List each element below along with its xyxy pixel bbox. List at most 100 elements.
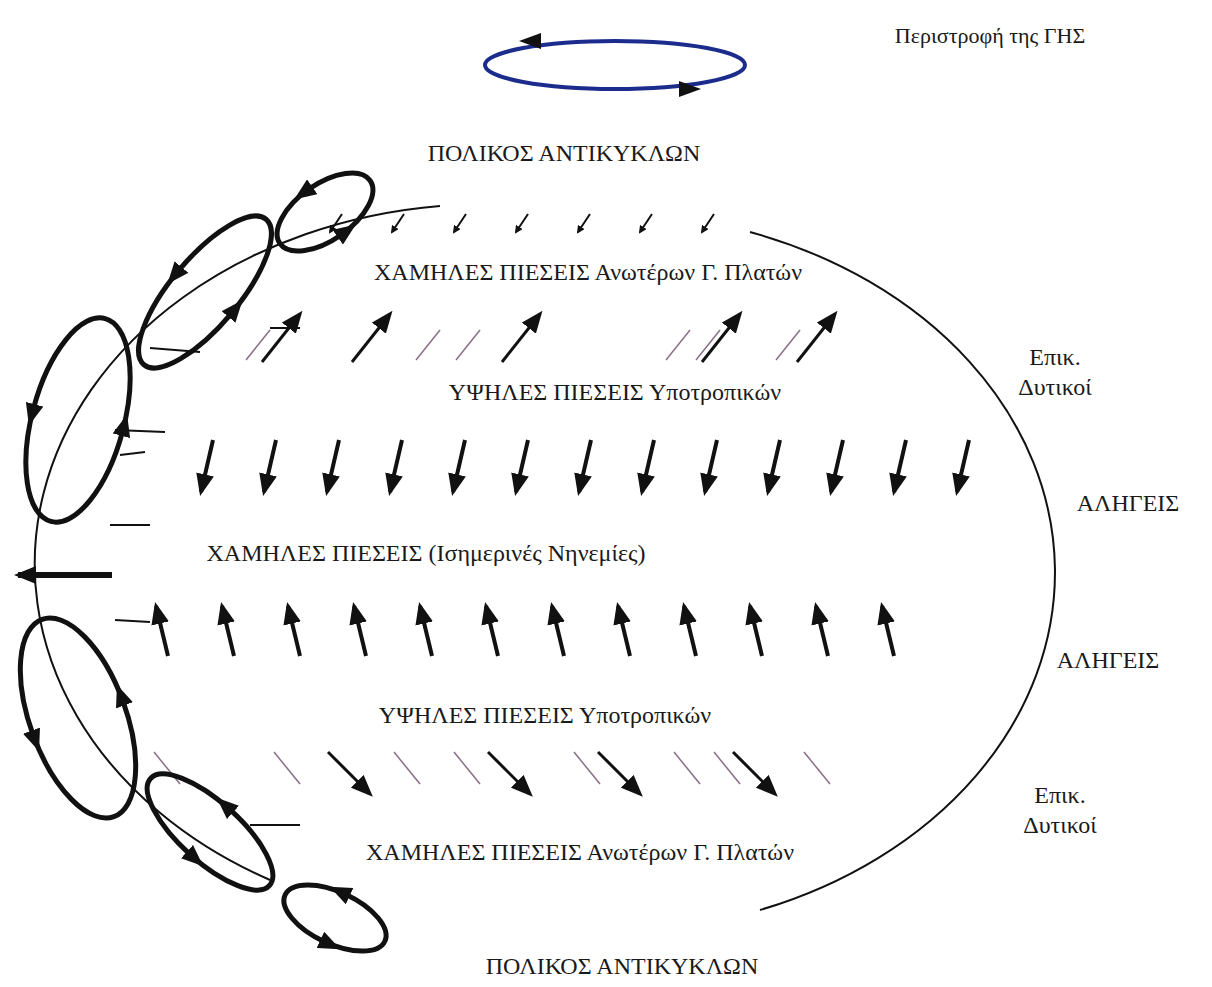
pressure-label: ΥΨΗΛΕΣ ΠΙΕΣΕΙΣ Υποτροπικών: [375, 377, 855, 407]
edge-tick: [120, 452, 145, 455]
wind-arrow: [264, 440, 276, 492]
cell-arrow: [220, 800, 238, 816]
edge-tick: [250, 824, 300, 826]
cell-arrow: [30, 398, 36, 421]
cell-loop: [264, 158, 386, 267]
circulation-cell: [274, 871, 396, 965]
wind-label: Επικ. Δυτικοί: [995, 342, 1115, 402]
wind-trace: [274, 752, 300, 784]
edge-tick: [150, 348, 200, 352]
cell-loop: [6, 307, 149, 534]
wind-arrow: [768, 440, 780, 492]
wind-arrow: [201, 440, 213, 492]
wind-arrow: [894, 440, 906, 492]
wind-trace: [246, 330, 270, 360]
wind-arrow: [327, 440, 339, 492]
wind-trace: [154, 752, 180, 784]
cell-arrow: [118, 688, 126, 711]
wind-arrow: [330, 214, 342, 232]
wind-arrow: [454, 214, 466, 232]
wind-arrow: [453, 440, 465, 492]
wind-arrow: [262, 314, 300, 362]
cell-arrow: [170, 262, 185, 280]
wind-trace: [674, 752, 700, 784]
circulation-cell: [6, 307, 149, 534]
wind-arrow: [578, 214, 590, 232]
wind-arrow: [640, 214, 652, 232]
wind-arrow: [618, 606, 630, 656]
wind-label: ΑΛΗΓΕΙΣ: [1033, 645, 1183, 675]
wind-trace: [394, 752, 420, 784]
circulation-cell: [130, 756, 289, 908]
edge-tick: [115, 620, 150, 622]
wind-arrow: [354, 606, 366, 656]
wind-arrow: [579, 440, 591, 492]
circulation-cell: [0, 603, 159, 833]
pressure-label: ΠΟΛΙΚΟΣ ΑΝΤΙΚΥΚΛΩΝ: [412, 951, 832, 981]
wind-arrow: [702, 314, 740, 362]
wind-arrow: [957, 440, 969, 492]
wind-arrow: [288, 606, 300, 656]
cell-arrow: [225, 303, 240, 321]
wind-trace: [454, 752, 480, 784]
wind-arrow: [816, 606, 828, 656]
wind-arrow: [516, 440, 528, 492]
wind-arrow: [516, 214, 528, 232]
cell-arrow: [315, 937, 337, 947]
wind-arrow: [705, 440, 717, 492]
cell-arrow: [297, 183, 317, 197]
globe-outline: [35, 206, 1055, 910]
cell-arrow: [182, 848, 200, 864]
wind-trace: [456, 330, 480, 360]
wind-arrow: [750, 606, 762, 656]
wind-arrow: [684, 606, 696, 656]
wind-arrow: [642, 440, 654, 492]
wind-arrow: [552, 606, 564, 656]
edge-tick: [110, 524, 150, 526]
wind-trace: [804, 752, 830, 784]
wind-arrow: [420, 606, 432, 656]
pressure-label: ΧΑΜΗΛΕΣ ΠΙΕΣΕΙΣ Ανωτέρων Γ. Πλατών: [363, 257, 813, 287]
pressure-label: ΧΑΜΗΛΕΣ ΠΙΕΣΕΙΣ (Ισημερινές Νηνεμίες): [126, 538, 726, 568]
wind-arrow: [156, 606, 168, 656]
wind-arrow: [488, 752, 530, 794]
cell-arrow: [333, 227, 353, 241]
cell-loop: [118, 197, 292, 386]
pressure-label: ΧΑΜΗΛΕΣ ΠΙΕΣΕΙΣ Ανωτέρων Γ. Πλατών: [355, 837, 805, 867]
wind-trace: [696, 330, 720, 360]
wind-trace: [574, 752, 600, 784]
cell-loop: [274, 871, 396, 965]
wind-label: ΑΛΗΓΕΙΣ: [1053, 488, 1203, 518]
wind-arrow: [702, 214, 714, 232]
edge-tick: [115, 430, 165, 432]
wind-arrow: [502, 314, 540, 362]
wind-trace: [714, 752, 740, 784]
cell-loop: [0, 603, 159, 833]
rotation-label: Περιστροφή της ΓΗΣ: [890, 21, 1090, 51]
wind-arrow: [390, 440, 402, 492]
edge-tick: [270, 327, 300, 329]
wind-arrow: [222, 606, 234, 656]
wind-arrow: [882, 606, 894, 656]
circulation-cell: [264, 158, 386, 267]
earth-rotation: [485, 41, 745, 89]
wind-arrow: [598, 752, 640, 794]
circulation-cell: [118, 197, 292, 386]
wind-arrow: [797, 314, 835, 362]
wind-arrow: [352, 314, 390, 362]
cell-arrow: [29, 725, 37, 748]
wind-label: Επικ. Δυτικοί: [1000, 780, 1120, 840]
pressure-label: ΥΨΗΛΕΣ ΠΙΕΣΕΙΣ Υποτροπικών: [305, 700, 785, 730]
wind-arrow: [733, 752, 775, 794]
cell-arrow: [333, 889, 355, 899]
pressure-label: ΠΟΛΙΚΟΣ ΑΝΤΙΚΥΚΛΩΝ: [354, 138, 774, 168]
wind-trace: [776, 330, 800, 360]
cell-loop: [130, 756, 289, 908]
wind-arrows: [154, 214, 969, 794]
wind-trace: [666, 330, 690, 360]
wind-arrow: [328, 752, 370, 794]
equator-arrow: [18, 572, 112, 578]
wind-trace: [416, 330, 440, 360]
wind-arrow: [831, 440, 843, 492]
wind-arrow: [392, 214, 404, 232]
